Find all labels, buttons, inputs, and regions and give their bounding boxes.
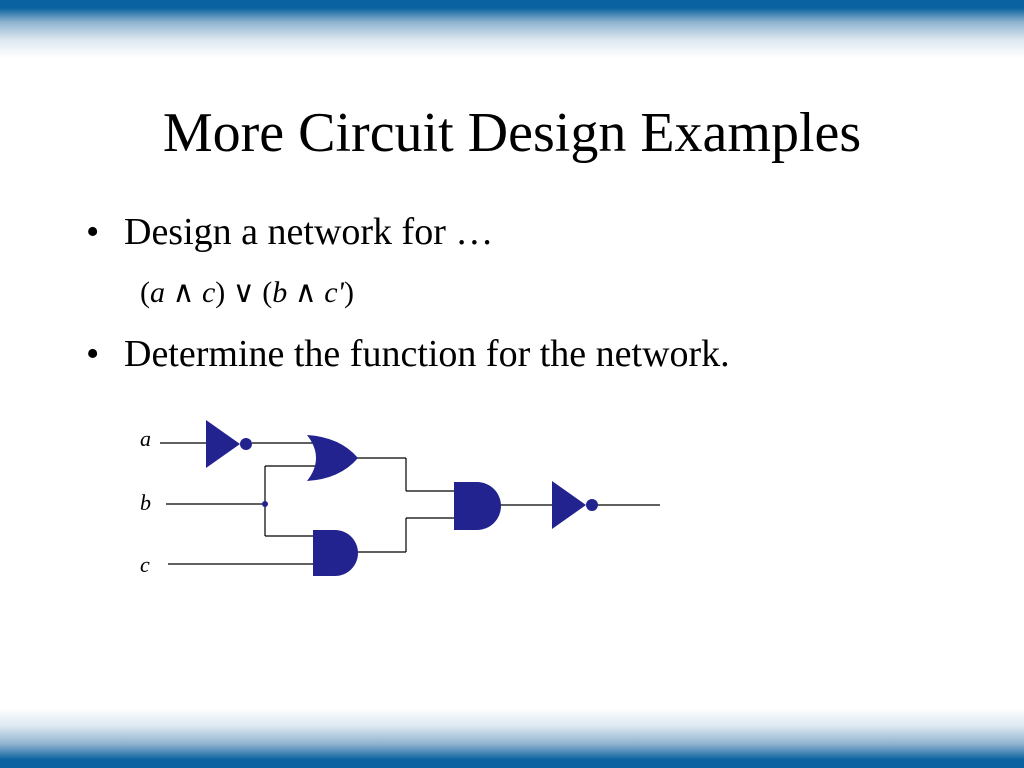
not-gate-output [552, 481, 586, 529]
bullet-item-design: • Design a network for … [86, 209, 493, 255]
bullet-item-determine: • Determine the function for the network. [86, 331, 730, 377]
bullet-dot: • [86, 211, 100, 253]
bullet-text: Design a network for … [124, 211, 494, 253]
junction-dot-b [262, 501, 268, 507]
input-label-c: c [140, 552, 150, 577]
and-operator: ∧ [165, 276, 202, 309]
and-gate-2 [454, 482, 501, 530]
top-decorative-band [0, 0, 1024, 58]
circuit-wires [160, 442, 660, 565]
formula-var-b: b [272, 276, 288, 309]
and-operator: ∧ [287, 276, 325, 309]
bullet-dot: • [86, 333, 100, 375]
boolean-formula: (a ∧ c) ∨ (b ∧ c') [140, 276, 354, 309]
formula-var-a: a [150, 276, 165, 309]
or-gate [307, 435, 358, 481]
and-gate-1 [313, 530, 358, 576]
input-label-a: a [140, 426, 151, 451]
formula-var-c: c [201, 276, 216, 309]
not-gate-a-bubble [240, 438, 252, 450]
circuit-gates [206, 420, 598, 576]
not-gate-output-bubble [586, 499, 598, 511]
not-gate-a [206, 420, 240, 468]
slide-title: More Circuit Design Examples [162, 102, 862, 164]
bottom-decorative-band [0, 708, 1024, 768]
bullet-text: Determine the function for the network. [124, 333, 730, 375]
input-label-b: b [140, 490, 151, 515]
formula-var-c-prime: c' [324, 276, 344, 309]
or-operator: ∨ [225, 276, 263, 309]
